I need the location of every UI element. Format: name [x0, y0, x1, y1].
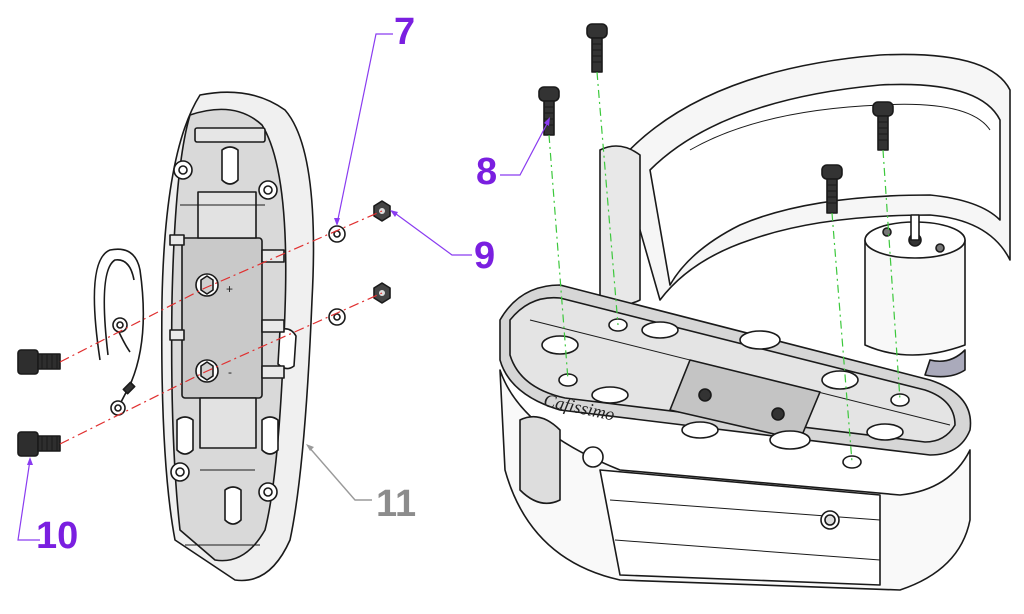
callout-11: 11 [306, 444, 416, 525]
hex-bolt-lower [17, 431, 61, 457]
terminal-positive [195, 273, 219, 297]
motor [864, 214, 966, 378]
lock-washer-lower [328, 308, 346, 326]
callout-label-10: 10 [36, 515, 78, 557]
callout-label-7: 7 [394, 11, 415, 53]
machine-screw-1 [586, 23, 608, 73]
minus-mark: - [228, 365, 232, 379]
plus-mark: + [226, 282, 233, 296]
callout-8: 8 [476, 117, 550, 193]
callout-9: 9 [390, 210, 495, 277]
machine-screw-2 [538, 86, 560, 136]
callout-7: 7 [334, 11, 415, 226]
callout-label-11: 11 [376, 483, 416, 525]
lock-washer-upper [328, 225, 346, 243]
callout-10: 10 [17, 457, 78, 557]
callout-label-8: 8 [476, 151, 497, 193]
callout-label-9: 9 [474, 235, 495, 277]
hex-bolt-upper [17, 349, 61, 375]
machine-body: Cafissimo [499, 53, 1011, 591]
assembly-axes-left [59, 210, 383, 445]
assembly-axes-right [548, 71, 901, 463]
mounting-plate: + - [160, 91, 315, 582]
wire-harness [93, 248, 145, 416]
